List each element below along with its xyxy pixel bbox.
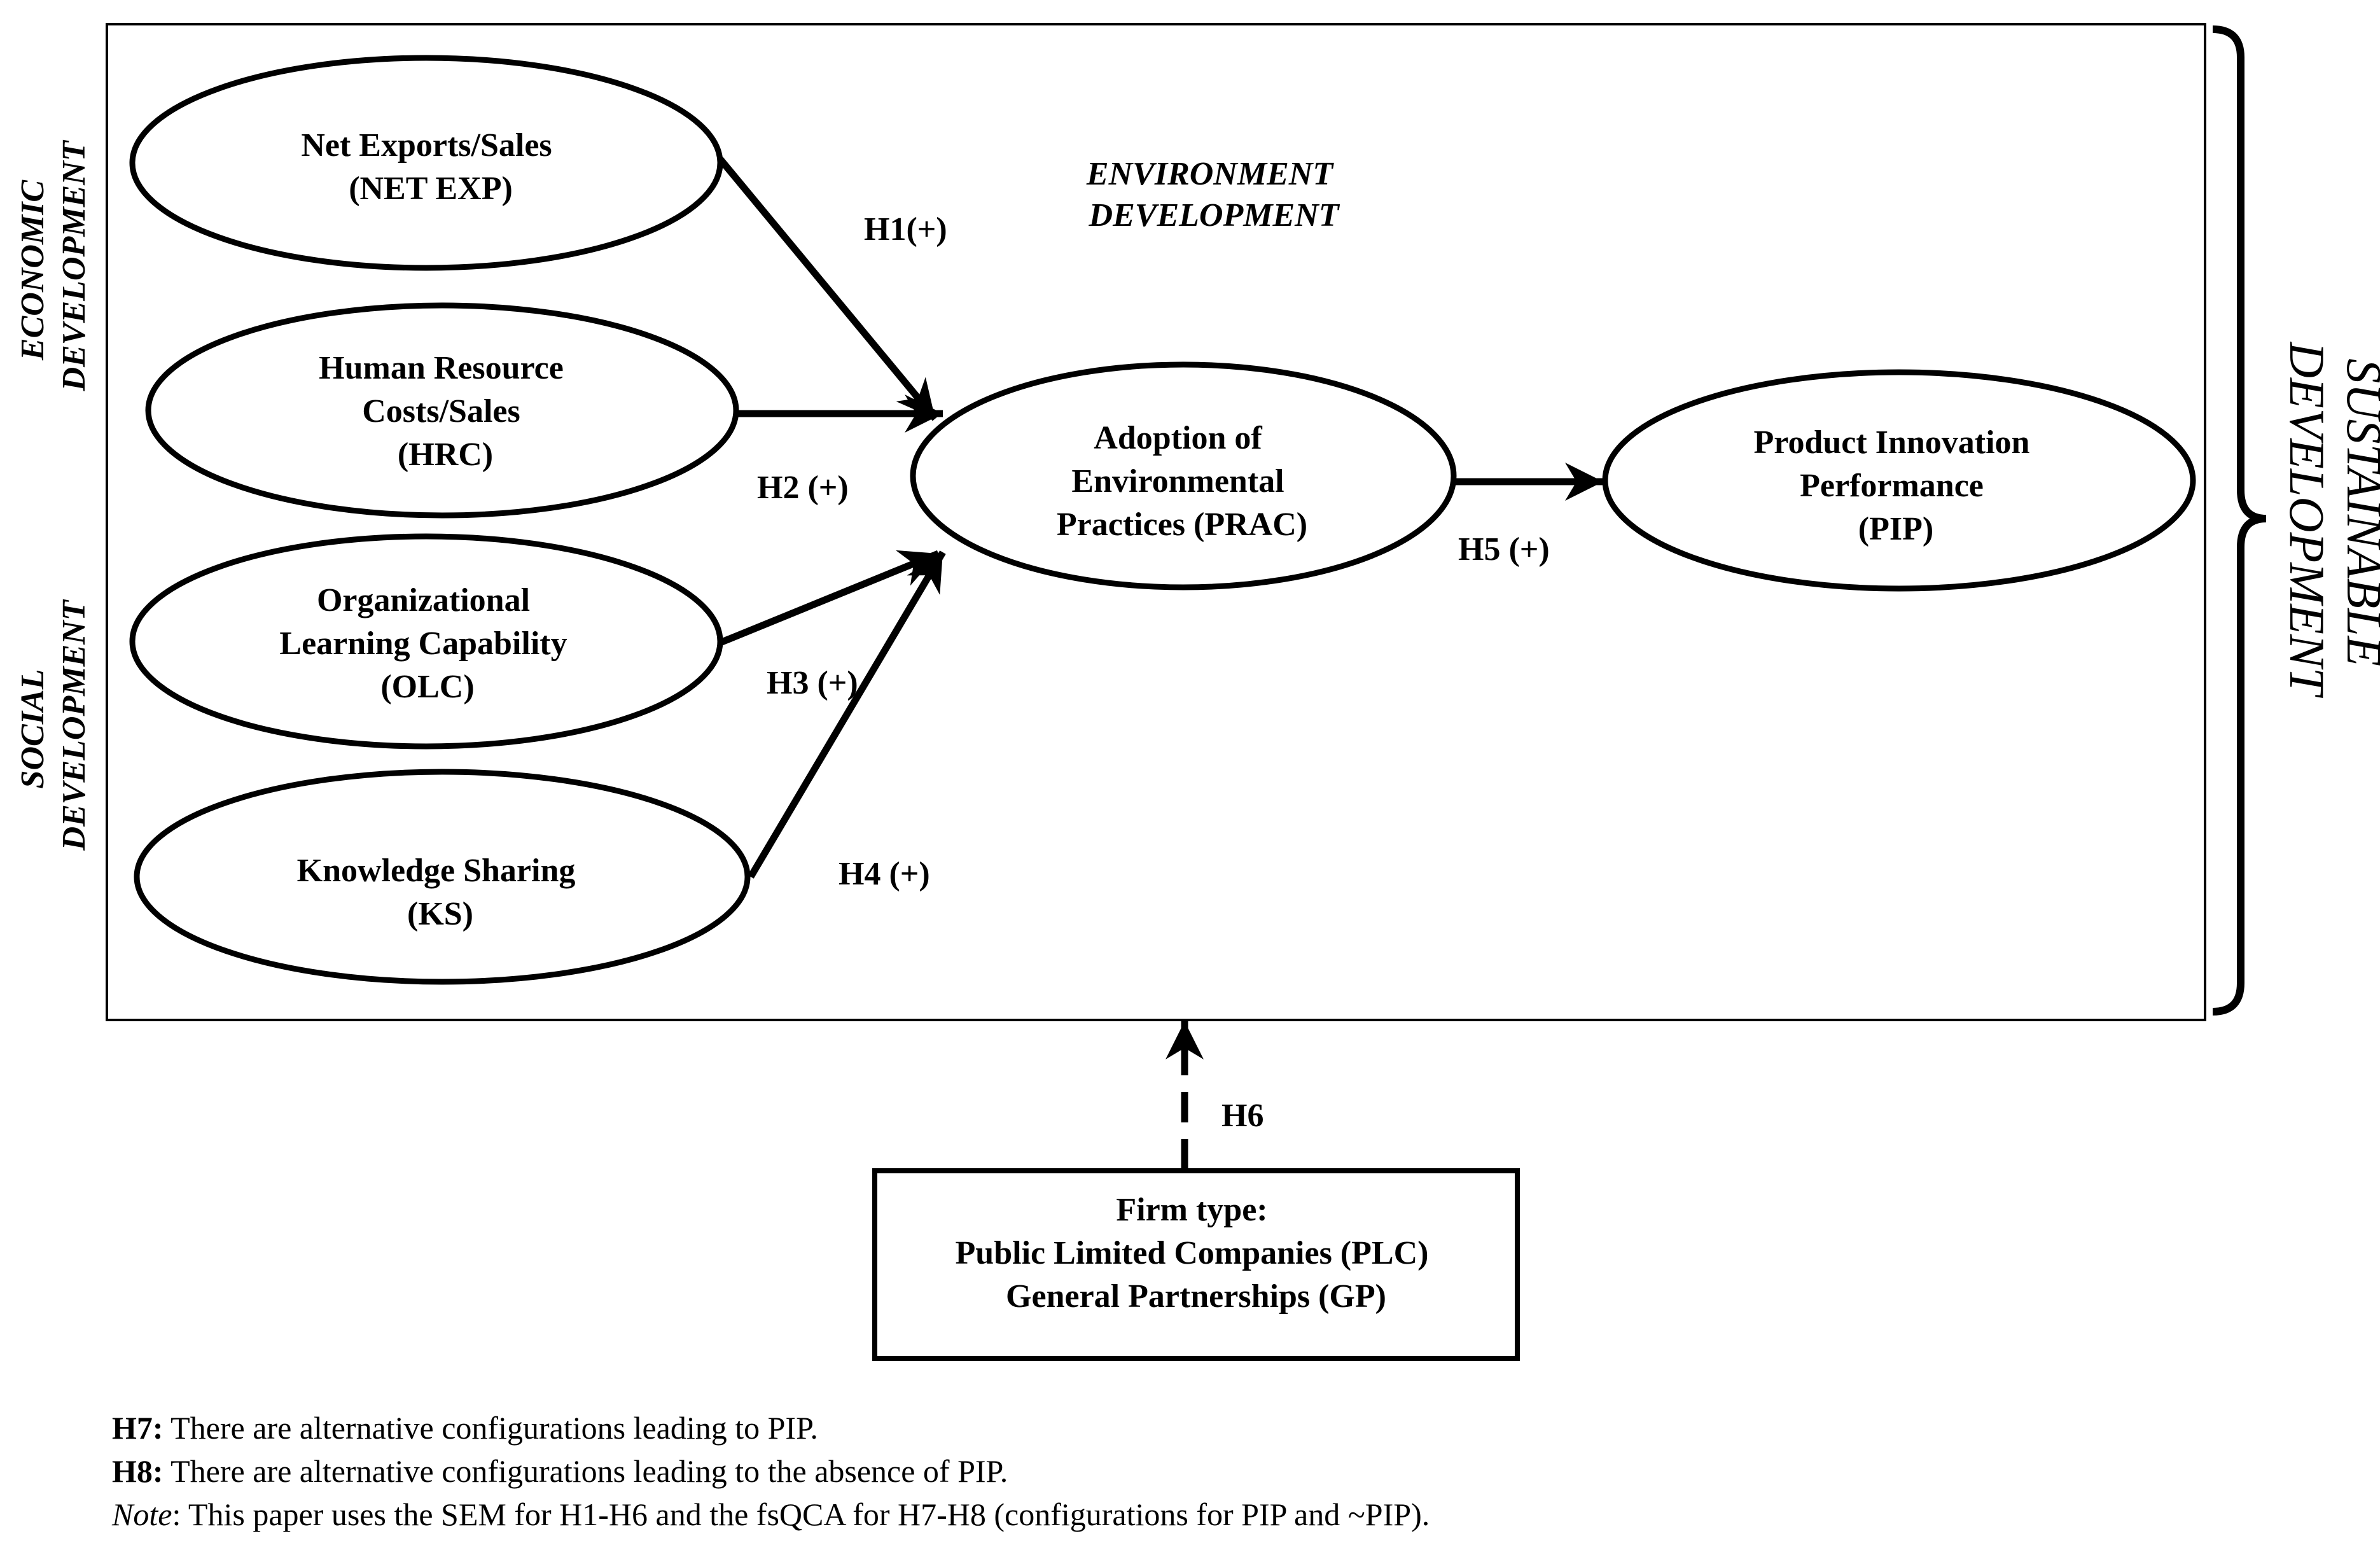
pip-ellipse	[1602, 369, 2196, 592]
notes-block: H7: There are alternative configurations…	[112, 1406, 2275, 1536]
h7-note: H7: There are alternative configurations…	[112, 1406, 2275, 1449]
h6-label: H6	[1221, 1098, 1263, 1134]
firm-type-text: Firm type: Public Limited Companies (PLC…	[956, 1192, 1437, 1315]
h2-label: H2 (+)	[757, 470, 849, 506]
sustainable-development-label: SUSTAINABLE DEVELOPMENT	[2279, 342, 2380, 698]
prac-label: Adoption of Environmental Practices (PRA…	[1057, 420, 1307, 543]
h8-note-label: H8:	[112, 1453, 164, 1489]
ks-label: Knowledge Sharing (KS)	[297, 853, 584, 932]
environment-development-label: ENVIRONMENT DEVELOPMENT	[1086, 156, 1341, 234]
h4-label: H4 (+)	[839, 856, 930, 892]
pip-label: Product Innovation Performance (PIP)	[1754, 424, 2038, 547]
h3-arrow	[718, 550, 940, 646]
h5-label: H5 (+)	[1458, 531, 1550, 568]
h7-note-label: H7:	[112, 1410, 164, 1446]
model-frame	[106, 23, 2206, 1021]
netexp-label: Net Exports/Sales (NET EXP)	[301, 127, 560, 207]
firm-type-box	[872, 1168, 1520, 1361]
method-note: Note: This paper uses the SEM for H1-H6 …	[112, 1493, 2275, 1536]
h4-arrow	[748, 550, 946, 879]
economic-development-label: ECONOMIC DEVELOPMENT	[15, 139, 92, 391]
method-note-label: Note	[112, 1497, 172, 1532]
h1-arrow	[717, 157, 938, 421]
sustainable-bracket	[2212, 25, 2267, 1016]
ks-ellipse	[134, 769, 751, 985]
olc-label: Organizational Learning Capability (OLC)	[279, 582, 575, 705]
hrc-ellipse	[145, 302, 739, 519]
hrc-label: Human Resource Costs/Sales (HRC)	[319, 350, 572, 473]
h3-label: H3 (+)	[767, 665, 858, 701]
social-development-label: SOCIAL DEVELOPMENT	[15, 599, 92, 851]
method-note-text: : This paper uses the SEM for H1-H6 and …	[172, 1497, 1430, 1532]
prac-ellipse	[910, 361, 1457, 590]
h7-note-text: There are alternative configurations lea…	[163, 1410, 818, 1446]
h8-note: H8: There are alternative configurations…	[112, 1449, 2275, 1493]
h1-label: H1(+)	[864, 211, 947, 248]
h8-note-text: There are alternative configurations lea…	[163, 1453, 1008, 1489]
